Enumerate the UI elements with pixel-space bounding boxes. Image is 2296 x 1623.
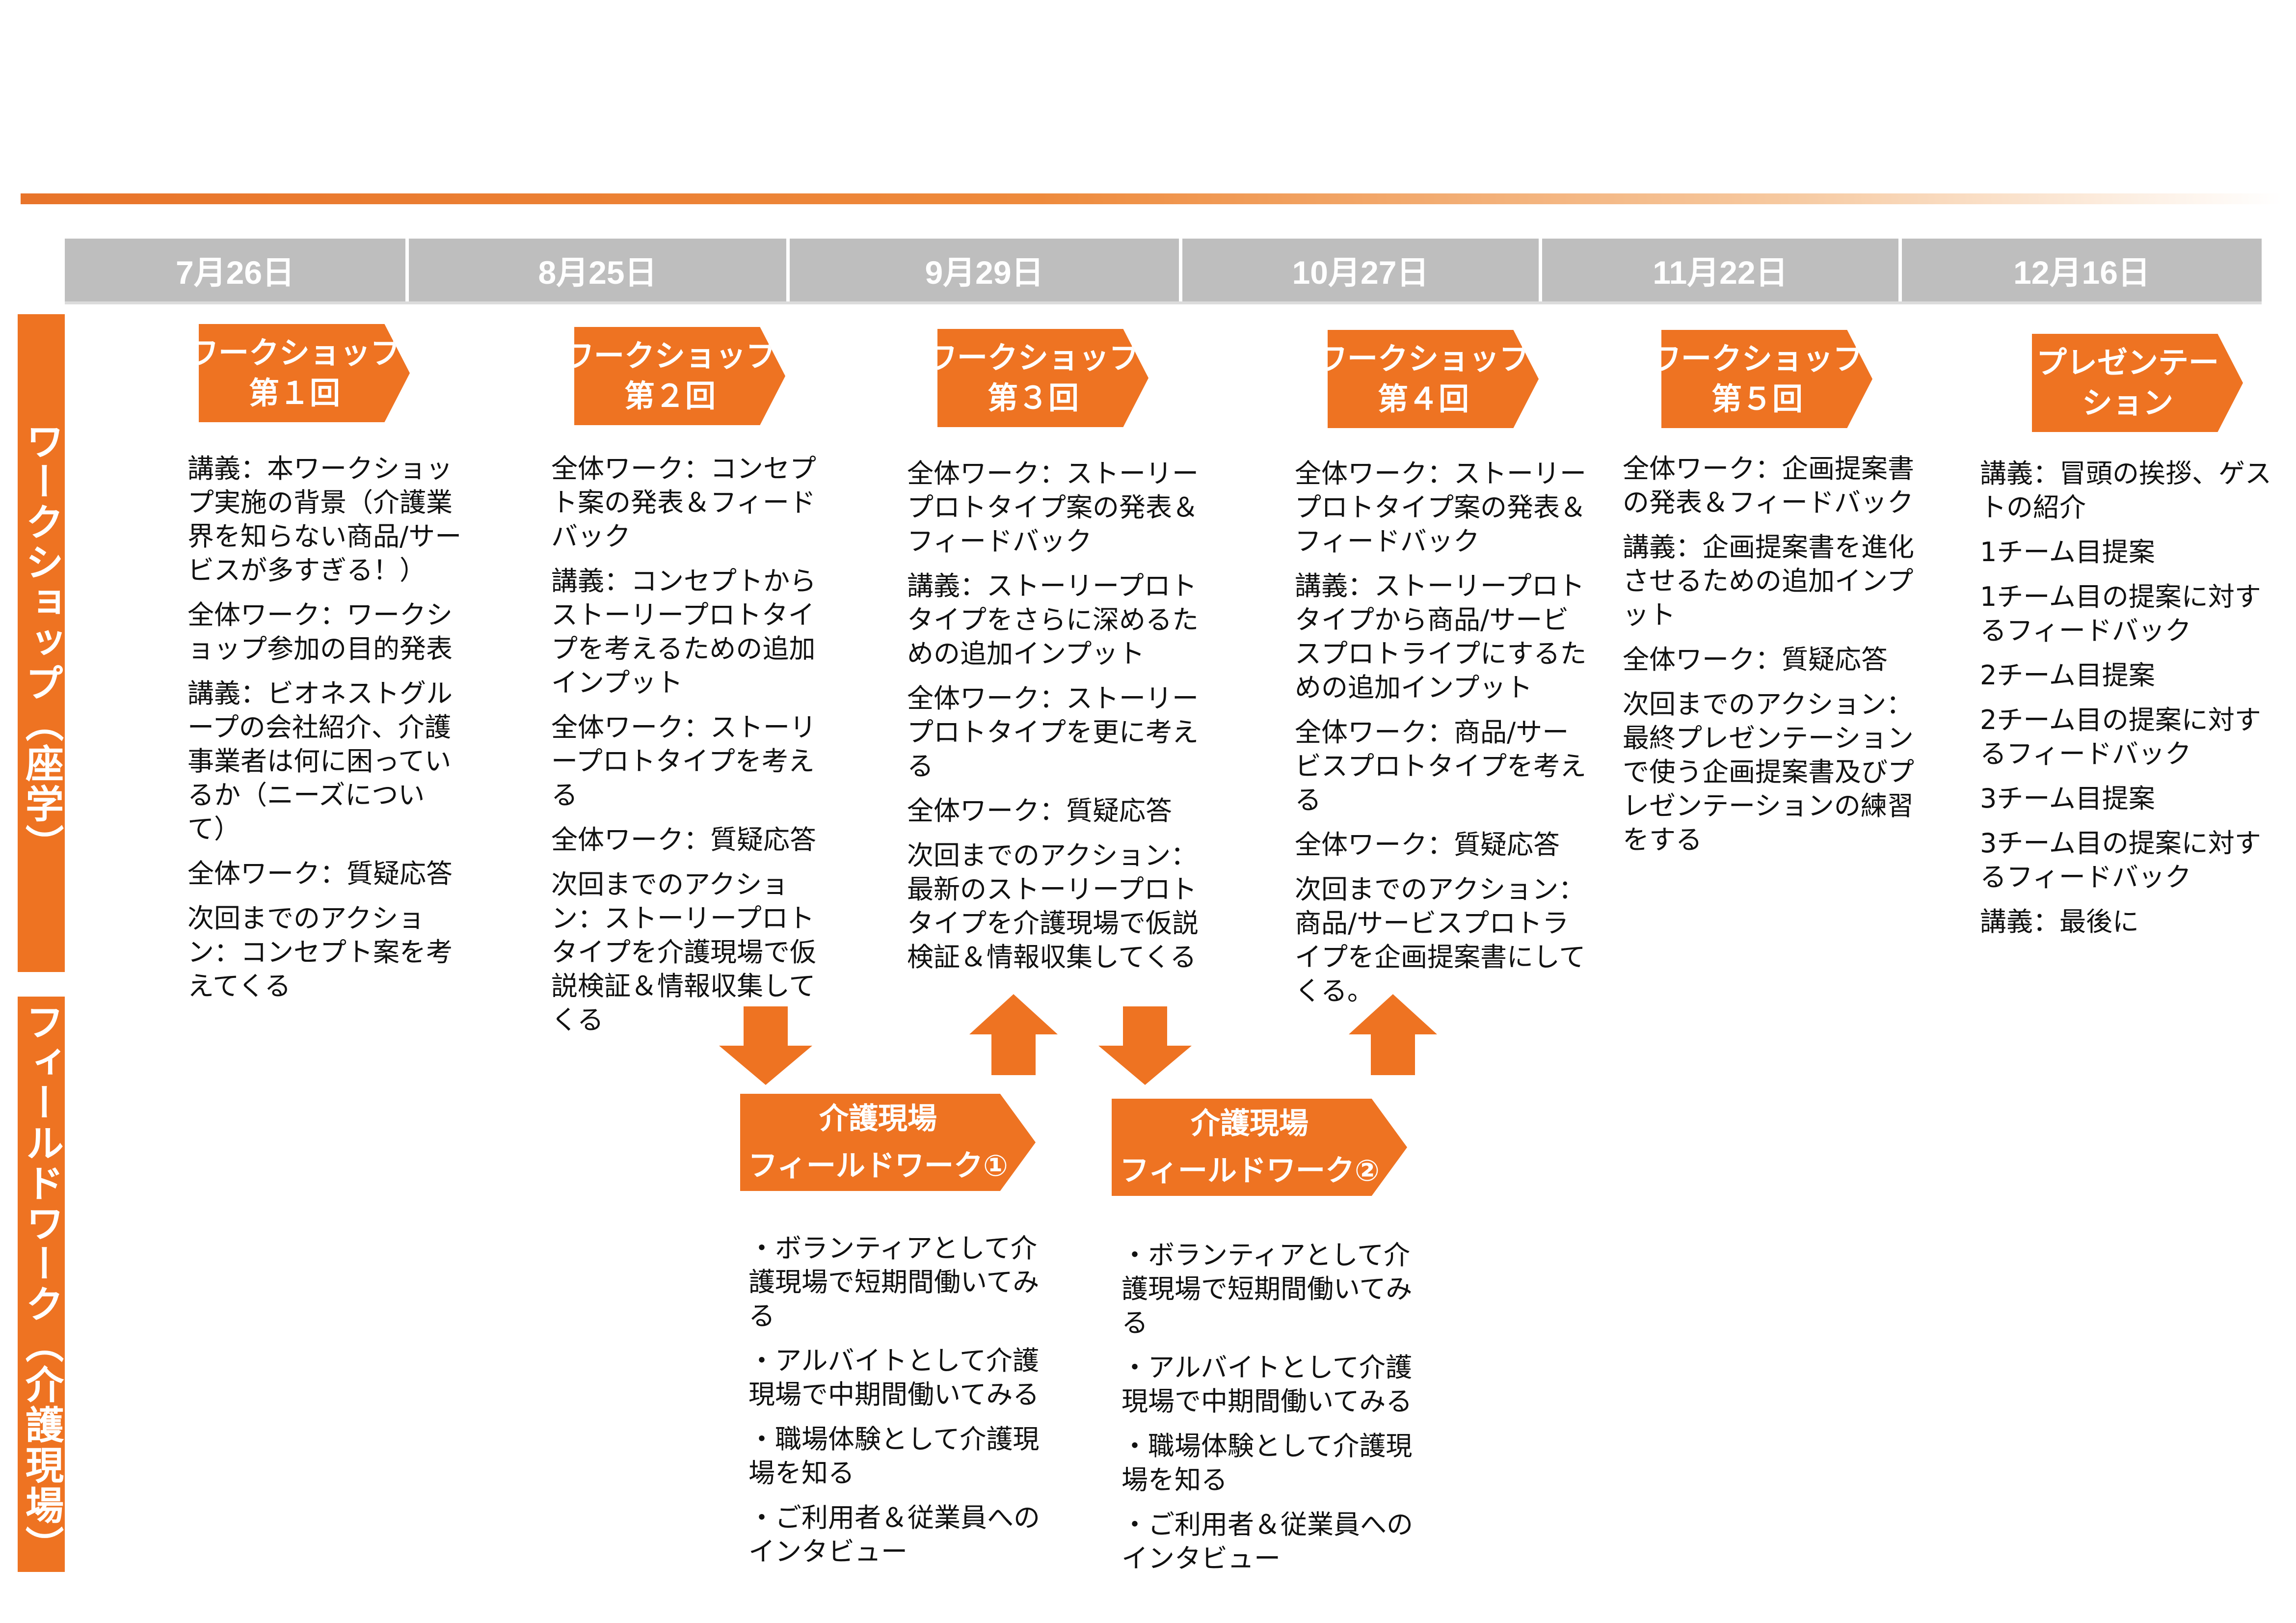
list-item: 次回までのアクション：コンセプト案を考えてくる [187, 903, 453, 1001]
fieldwork-2-content: ・ボランティアとして介護現場で短期間働いてみる ・アルバイトとして介護現場で中期… [1121, 1238, 1436, 1586]
presentation-badge: プレゼンテー ション [2032, 334, 2243, 432]
workshop-badge-line: ワークショップ [188, 335, 401, 371]
fieldwork-badge-line: フィールドワーク① [748, 1149, 1008, 1183]
date-cell: 7月26日 [65, 239, 409, 301]
date-cell: 8月25日 [409, 239, 790, 301]
list-item: 1チーム目提案 [1980, 537, 2155, 568]
date-cell: 11月22日 [1542, 239, 1902, 301]
list-item: 講義：最後に [1980, 906, 2139, 937]
side-label-workshop: ワークショップ（座学） [18, 314, 65, 972]
list-item: 全体ワーク：ストーリープロトタイプを更に考える [907, 683, 1199, 782]
list-item: 全体ワーク：質疑応答 [1295, 829, 1560, 860]
list-item: ・ボランティアとして介護現場で短期間働いてみる [748, 1233, 1040, 1331]
workshop-2-badge: ワークショップ 第２回 [574, 327, 785, 425]
workshop-2-content: 全体ワーク：コンセプト案の発表＆フィードバック 講義：コンセプトからストーリープ… [551, 452, 826, 1048]
date-cell: 9月29日 [790, 239, 1182, 301]
fieldwork-2-badge: 介護現場 フィールドワーク② [1112, 1099, 1407, 1196]
fieldwork-1-content: ・ボランティアとして介護現場で短期間働いてみる ・アルバイトとして介護現場で中期… [748, 1231, 1063, 1579]
fieldwork-1-badge: 介護現場 フィールドワーク① [740, 1094, 1036, 1191]
workshop-1-badge: ワークショップ 第１回 [199, 324, 410, 422]
list-item: 次回までのアクション：商品/サービスプロトライプを企画提案書にしてくる。 [1295, 874, 1586, 1006]
workshop-3-badge: ワークショップ 第３回 [937, 329, 1148, 427]
arrow-down-icon [719, 1006, 812, 1085]
arrow-up-icon [969, 994, 1058, 1075]
top-divider [21, 193, 2282, 204]
workshop-badge-line: 第３回 [987, 380, 1079, 416]
list-item: 次回までのアクション：最終プレゼンテーションで使う企画提案書及びプレゼンテーショ… [1623, 689, 1914, 855]
list-item: ・職場体験として介護現場を知る [748, 1424, 1040, 1488]
side-label-fieldwork: フィールドワーク（介護現場） [18, 997, 65, 1572]
workshop-1-content: 講義：本ワークショップ実施の背景（介護業界を知らない商品/サービスが多すぎる！）… [187, 452, 462, 1014]
workshop-4-badge: ワークショップ 第４回 [1328, 330, 1539, 428]
list-item: 全体ワーク：質疑応答 [907, 795, 1172, 826]
workshop-badge-line: ワークショップ [1317, 341, 1530, 377]
list-item: 全体ワーク：商品/サービスプロトタイプを考える [1295, 717, 1586, 815]
list-item: ・ご利用者＆従業員へのインタビュー [748, 1502, 1040, 1567]
list-item: ・ご利用者＆従業員へのインタビュー [1121, 1509, 1413, 1574]
workshop-badge-line: 第５回 [1711, 381, 1803, 417]
list-item: 全体ワーク：ワークショップ参加の目的発表 [187, 599, 453, 664]
date-cell: 12月16日 [1902, 239, 2262, 301]
list-item: 1チーム目の提案に対するフィードバック [1980, 581, 2261, 646]
workshop-4-content: 全体ワーク：ストーリープロトタイプ案の発表＆フィードバック 講義：ストーリープロ… [1295, 457, 1589, 1019]
workshop-badge-line: ワークショップ [1651, 341, 1864, 377]
list-item: ・ボランティアとして介護現場で短期間働いてみる [1121, 1240, 1413, 1338]
list-item: ・職場体験として介護現場を知る [1121, 1431, 1413, 1495]
list-item: 3チーム目提案 [1980, 783, 2155, 814]
list-item: ・アルバイトとして介護現場で中期間働いてみる [748, 1345, 1040, 1410]
list-item: 次回までのアクション：ストーリープロトタイプを介護現場で仮説検証＆情報収集してく… [551, 869, 816, 1035]
list-item: 3チーム目の提案に対するフィードバック [1980, 828, 2261, 893]
list-item: ・アルバイトとして介護現場で中期間働いてみる [1121, 1352, 1413, 1417]
list-item: 講義：企画提案書を進化させるための追加インプット [1623, 532, 1914, 630]
list-item: 全体ワーク：質疑応答 [1623, 644, 1888, 675]
list-item: 講義：ビオネストグループの会社紹介、介護事業者は何に困っているか（ニーズについて… [187, 678, 453, 844]
workshop-badge-line: ワークショップ [927, 340, 1140, 376]
workshop-5-content: 全体ワーク：企画提案書の発表＆フィードバック 講義：企画提案書を進化させるための… [1623, 452, 1917, 867]
list-item: 全体ワーク：質疑応答 [187, 858, 453, 889]
workshop-badge-line: ワークショップ [563, 338, 777, 374]
list-item: 次回までのアクション：最新のストーリープロトタイプを介護現場で仮説検証＆情報収集… [907, 840, 1199, 973]
list-item: 全体ワーク：企画提案書の発表＆フィードバック [1623, 453, 1914, 518]
arrow-up-icon [1349, 994, 1437, 1075]
list-item: 講義：ストーリープロトタイプから商品/サービスプロトライプにするための追加インプ… [1295, 570, 1587, 703]
list-item: 講義：冒頭の挨拶、ゲストの紹介 [1980, 458, 2271, 523]
list-item: 講義：コンセプトからストーリープロトタイプを考えるための追加インプット [551, 566, 816, 698]
list-item: 全体ワーク：ストーリープロトタイプ案の発表＆フィードバック [1295, 458, 1586, 557]
list-item: 2チーム目提案 [1980, 660, 2155, 691]
list-item: 2チーム目の提案に対するフィードバック [1980, 704, 2261, 769]
presentation-content: 講義：冒頭の挨拶、ゲストの紹介 1チーム目提案 1チーム目の提案に対するフィード… [1980, 457, 2274, 949]
list-item: 全体ワーク：質疑応答 [551, 824, 816, 855]
arrow-down-icon [1098, 1006, 1192, 1085]
date-cell: 10月27日 [1182, 239, 1542, 301]
list-item: 全体ワーク：ストーリープロトタイプを考える [551, 712, 816, 811]
date-header-bar: 7月26日 8月25日 9月29日 10月27日 11月22日 12月16日 [65, 239, 2262, 301]
workshop-badge-line: ション [2082, 385, 2173, 421]
workshop-badge-line: 第２回 [624, 378, 716, 414]
fieldwork-badge-line: フィールドワーク② [1120, 1154, 1380, 1188]
fieldwork-badge-line: 介護現場 [819, 1102, 937, 1136]
list-item: 全体ワーク：ストーリープロトタイプ案の発表＆フィードバック [907, 458, 1199, 557]
list-item: 講義：ストーリープロトタイプをさらに深めるための追加インプット [907, 570, 1199, 669]
list-item: 全体ワーク：コンセプト案の発表＆フィードバック [551, 453, 816, 552]
workshop-badge-line: プレゼンテー [2036, 345, 2219, 380]
workshop-badge-line: 第４回 [1377, 381, 1469, 417]
list-item: 講義：本ワークショップ実施の背景（介護業界を知らない商品/サービスが多すぎる！） [187, 453, 462, 586]
workshop-5-badge: ワークショップ 第５回 [1661, 330, 1872, 428]
workshop-3-content: 全体ワーク：ストーリープロトタイプ案の発表＆フィードバック 講義：ストーリープロ… [907, 457, 1201, 985]
fieldwork-badge-line: 介護現場 [1191, 1107, 1308, 1141]
workshop-badge-line: 第１回 [248, 375, 340, 411]
